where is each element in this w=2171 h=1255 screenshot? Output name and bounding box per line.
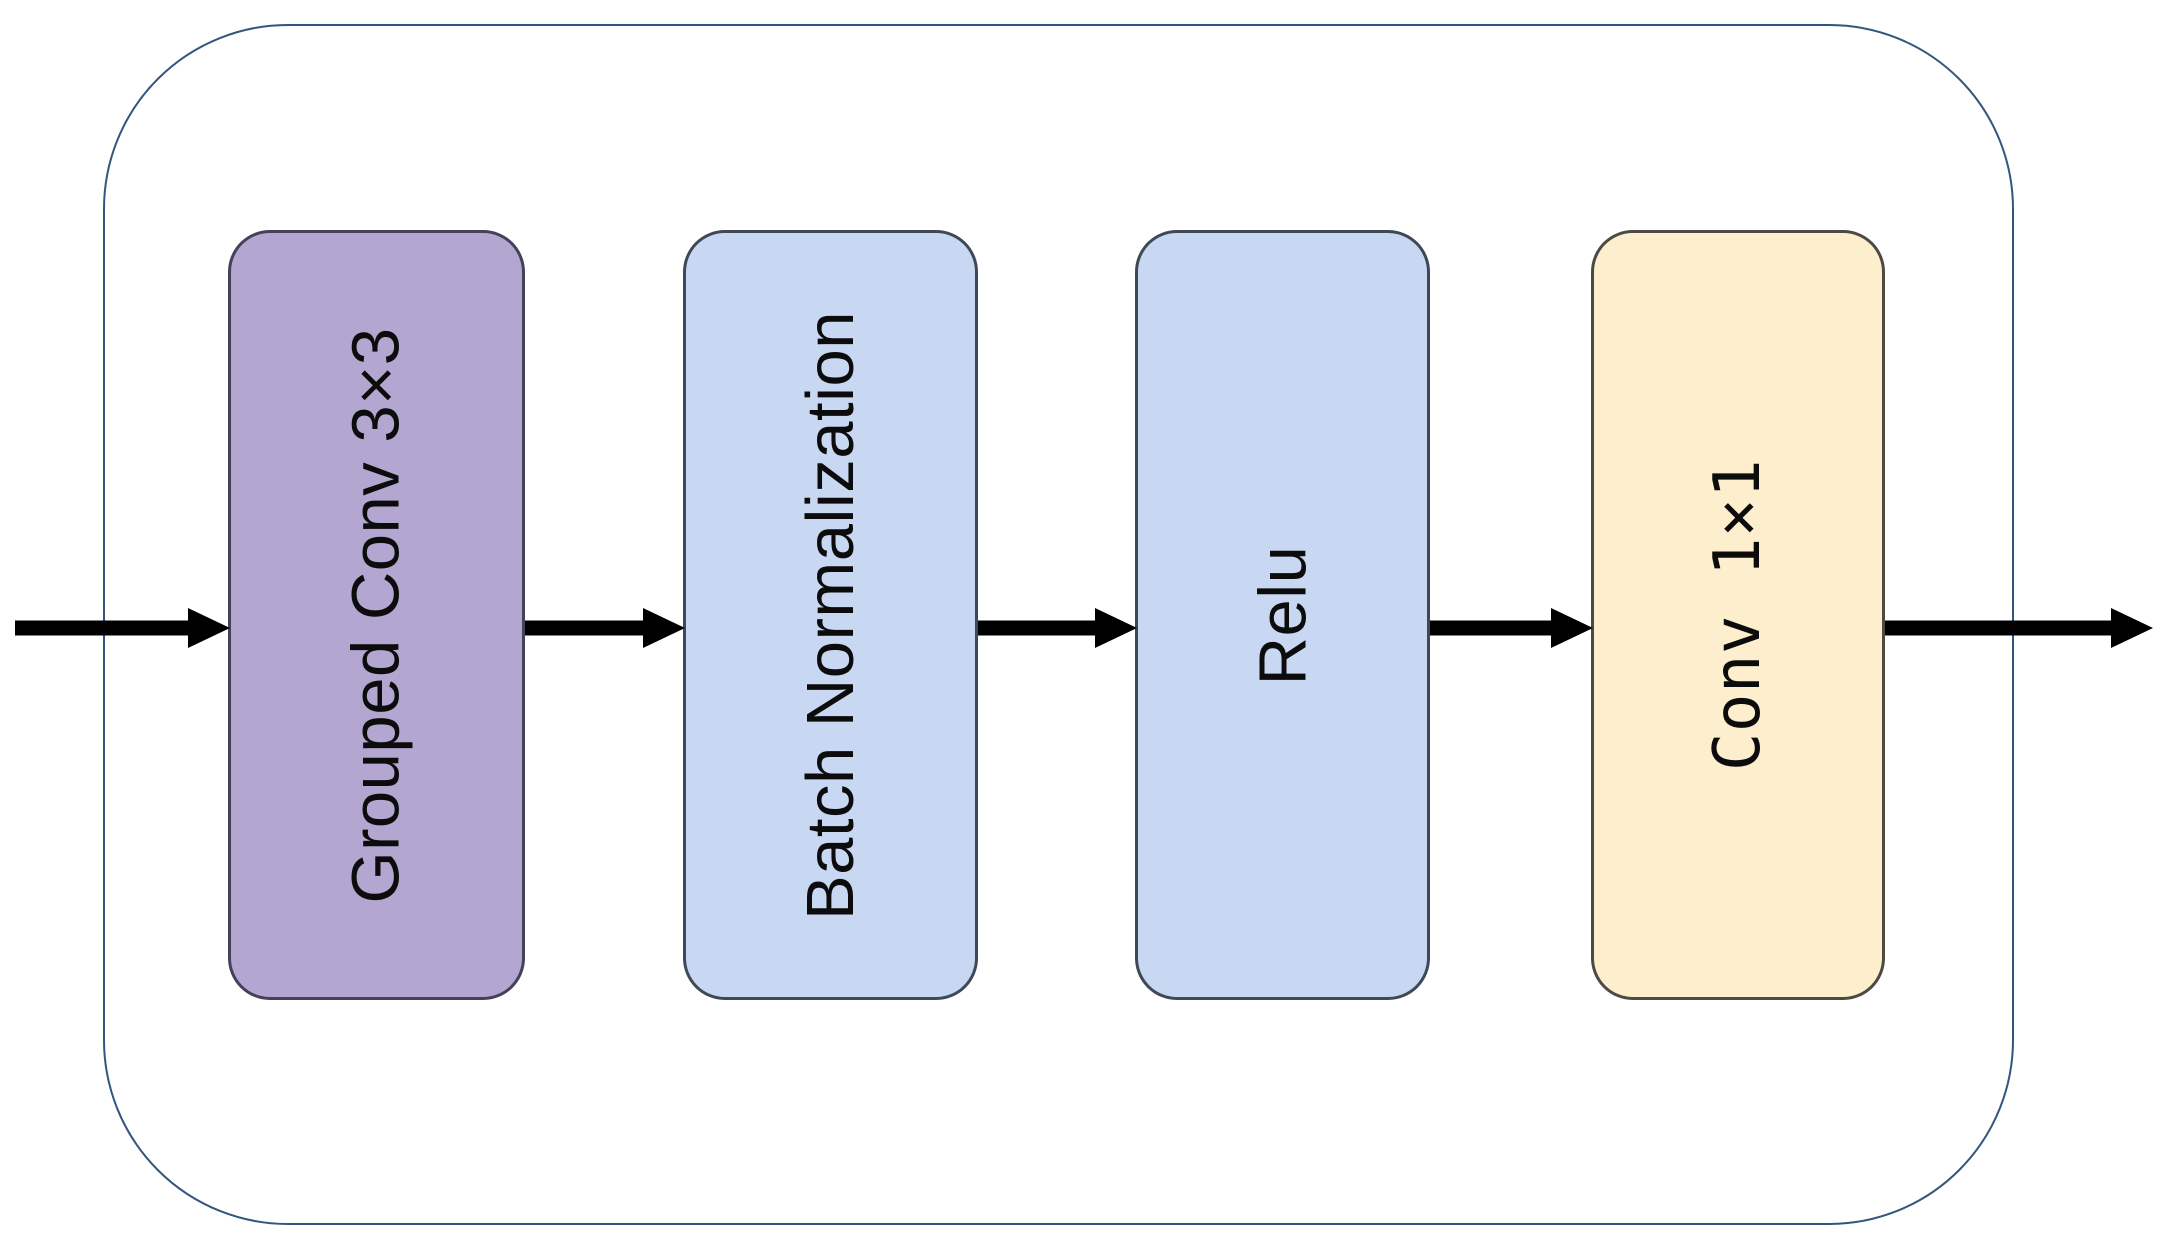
- node-grouped-conv-3x3-label: Grouped Conv 3×3: [339, 326, 414, 904]
- node-relu: Relu: [1135, 230, 1430, 1000]
- node-conv-1x1-label: Conv 1×1: [1701, 458, 1775, 772]
- node-relu-label: Relu: [1244, 545, 1320, 685]
- node-grouped-conv-3x3: Grouped Conv 3×3: [228, 230, 525, 1000]
- node-batch-normalization-label: Batch Normalization: [793, 310, 869, 920]
- node-batch-normalization: Batch Normalization: [683, 230, 978, 1000]
- node-conv-1x1: Conv 1×1: [1591, 230, 1885, 1000]
- arrow-head: [2111, 608, 2153, 648]
